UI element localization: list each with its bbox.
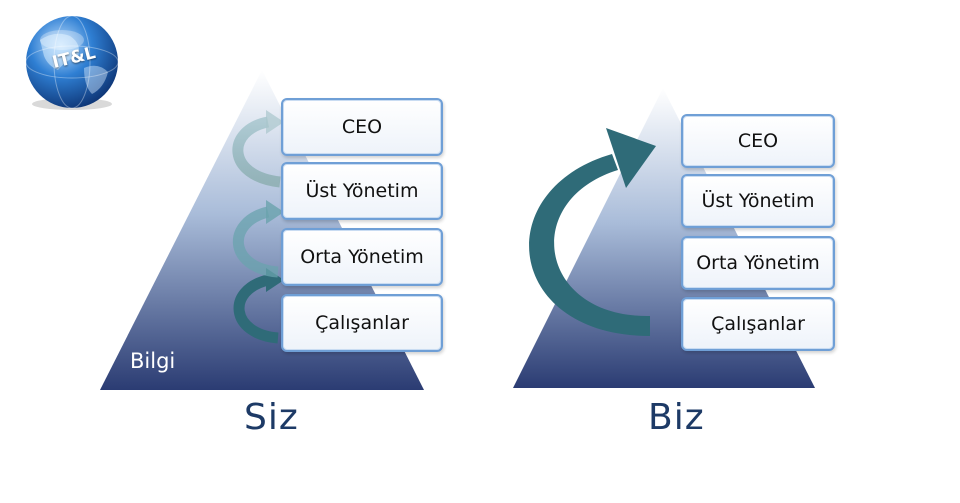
- right-box-ust-yonetim: Üst Yönetim: [681, 174, 835, 228]
- right-box-orta-yonetim: Orta Yönetim: [681, 236, 835, 290]
- left-box-orta-yonetim: Orta Yönetim: [281, 228, 443, 286]
- left-box-ust-yonetim: Üst Yönetim: [281, 162, 443, 220]
- pyramid-label-bilgi: Bilgi: [130, 349, 176, 373]
- left-level-arrows: [232, 110, 284, 344]
- label-siz: Siz: [244, 397, 299, 438]
- left-box-ceo: CEO: [281, 98, 443, 156]
- arrow-ust-to-ceo: [232, 116, 281, 188]
- arrow-calisanlar-to-orta: [233, 274, 279, 344]
- label-biz: Biz: [648, 397, 705, 438]
- logo-globe-icon: [25, 15, 119, 110]
- right-box-ceo: CEO: [681, 114, 835, 168]
- arrow-orta-to-ust: [233, 206, 279, 278]
- arrow-head-icon: [266, 200, 284, 224]
- right-box-calisanlar: Çalışanlar: [681, 297, 835, 351]
- right-big-arrow: [529, 128, 656, 336]
- left-box-calisanlar: Çalışanlar: [281, 294, 443, 352]
- big-arrow-head-icon: [606, 128, 656, 188]
- arrow-head-icon: [266, 110, 284, 134]
